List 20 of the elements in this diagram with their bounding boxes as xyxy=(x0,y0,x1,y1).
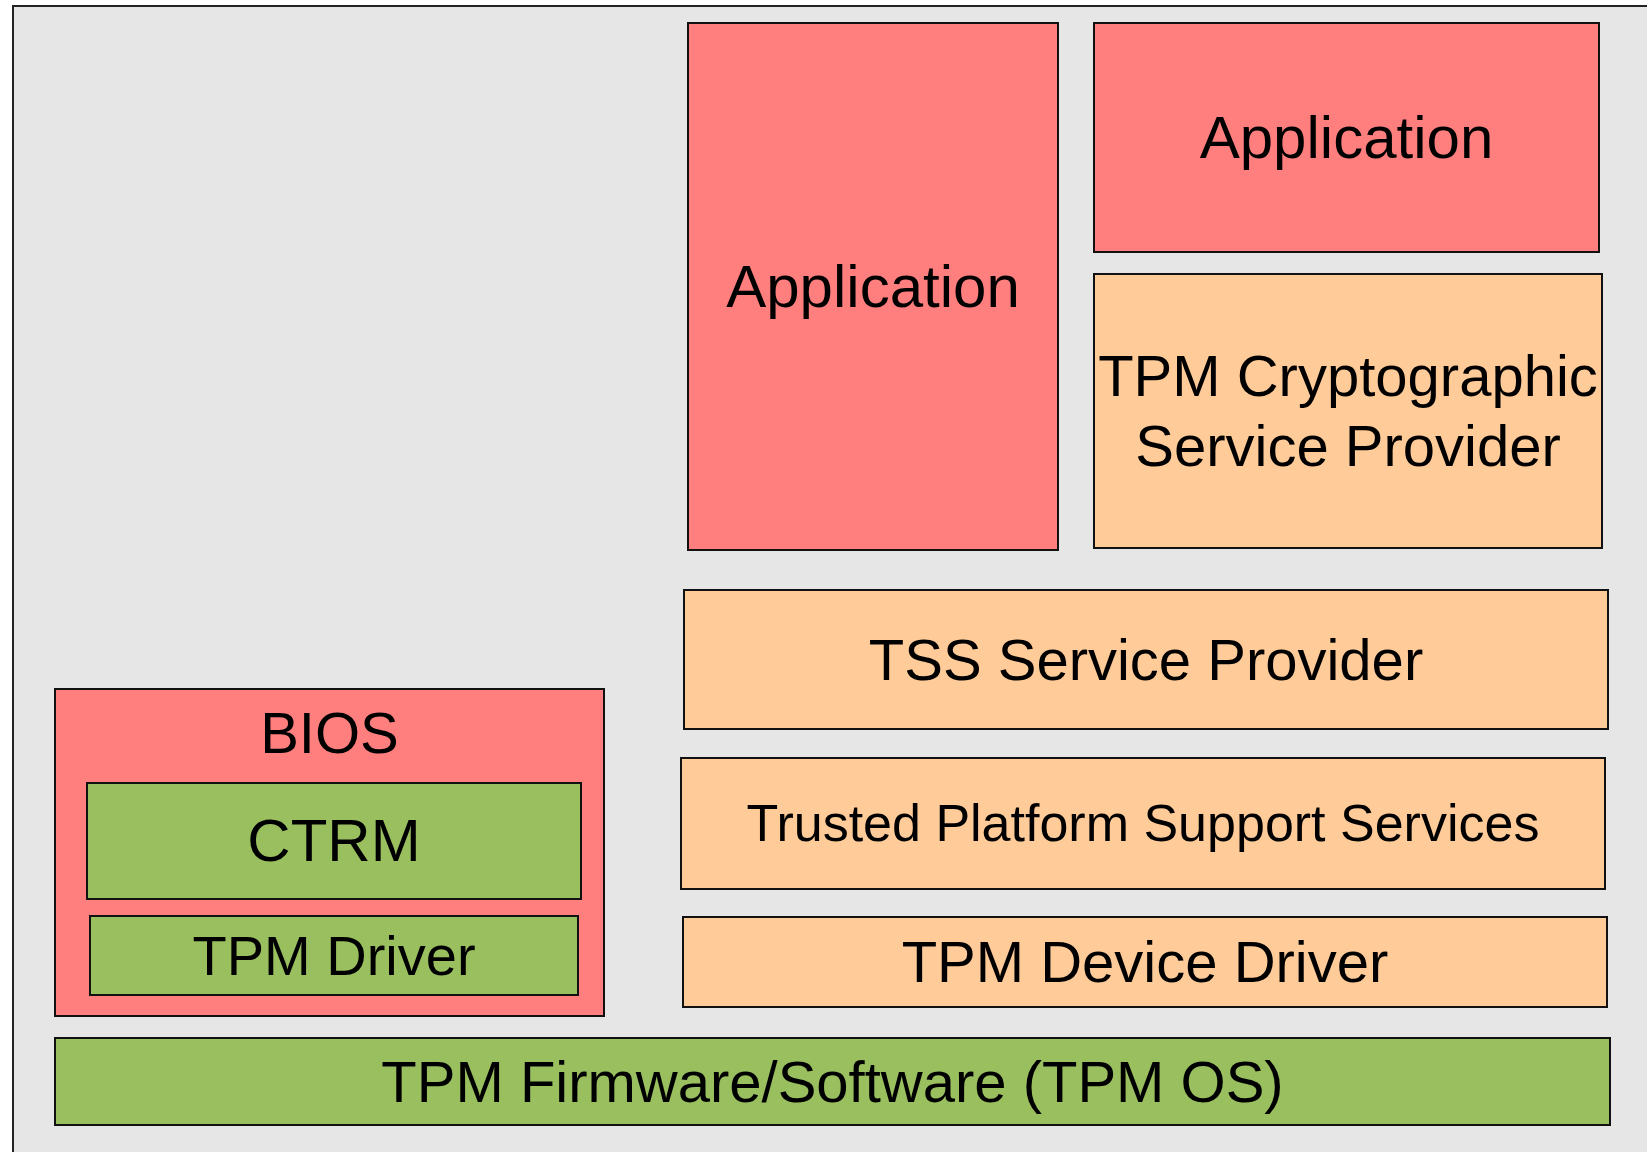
container-box xyxy=(54,688,605,1017)
layer-label: Application xyxy=(726,251,1020,322)
layer-box xyxy=(687,22,1059,551)
layer-box xyxy=(1093,273,1603,549)
layer-label: BIOS xyxy=(260,699,399,767)
layer-box xyxy=(680,757,1606,890)
layer-box xyxy=(1093,22,1600,253)
layer-label: Trusted Platform Support Services xyxy=(746,793,1540,855)
layer-label: CTRM xyxy=(247,806,421,876)
layer-box xyxy=(89,915,579,996)
layer-box xyxy=(683,589,1609,730)
layer-box xyxy=(682,916,1608,1008)
layer-label: TPM Device Driver xyxy=(901,928,1389,997)
layer-label: TPM Driver xyxy=(192,922,476,989)
layer-label: TPM Firmware/Software (TPM OS) xyxy=(381,1047,1284,1116)
layer-box xyxy=(86,782,582,900)
layer-box xyxy=(54,1037,1611,1126)
layer-label: Application xyxy=(1199,102,1494,173)
layer-label: TPM Cryptographic Service Provider xyxy=(1097,342,1599,480)
layer-label: TSS Service Provider xyxy=(868,625,1424,694)
